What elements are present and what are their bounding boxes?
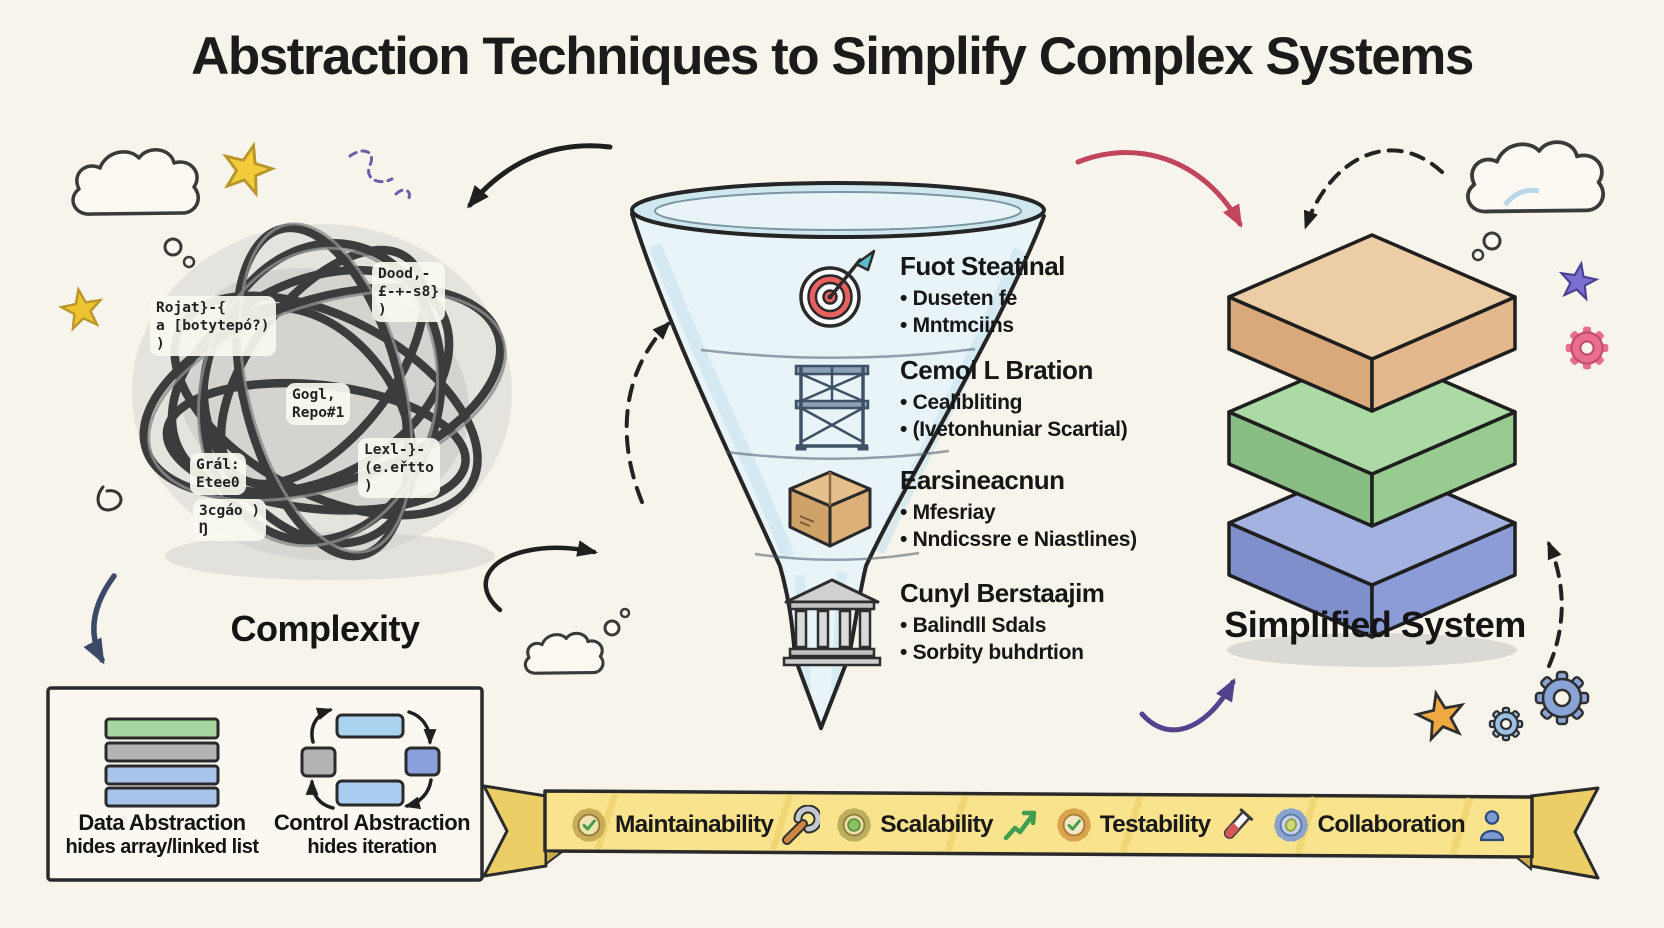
funnel-stage: Cunyl Berstaajim • Balindll Sdals • Sorb… xyxy=(900,578,1210,667)
funnel-stage-bullet: • Cealibliting xyxy=(900,391,1023,414)
tangle-code-snippet: Lexl-}- (e.eřtto ) xyxy=(358,438,440,499)
arrow-title-to-complexity xyxy=(467,143,613,209)
dashed-arrow-right-up xyxy=(1547,540,1564,668)
data-abstraction-subtitle: hides array/linked list xyxy=(65,836,259,858)
benefit-scalability: Scalability xyxy=(835,805,1039,845)
benefit-collaboration: Collaboration xyxy=(1272,805,1512,845)
arrow-curl-to-funnel xyxy=(483,540,599,613)
badge-check-icon xyxy=(572,808,606,842)
star-purple-right xyxy=(1556,259,1600,302)
benefit-label: Testability xyxy=(1099,811,1211,838)
data-abstraction-label: Data Abstraction hides array/linked list xyxy=(46,810,278,859)
ribbon-tail-left xyxy=(482,784,548,878)
star-orange-bottom-right xyxy=(1412,687,1469,743)
stack-layer-tan xyxy=(1227,233,1517,413)
tangle-code-snippet: Gogl, Repo#1 xyxy=(286,383,351,426)
badge-leaf-icon xyxy=(1274,808,1309,842)
control-abstraction-subtitle: hides iteration xyxy=(307,836,437,858)
funnel-stage-bullet: • Mntmciins xyxy=(900,314,1014,338)
control-abstraction-cycle xyxy=(300,713,441,807)
package-box-icon xyxy=(788,470,872,548)
gear-pink-icon xyxy=(1565,326,1609,370)
person-icon xyxy=(1479,810,1505,842)
funnel-stage-title: Fuot Steatinal xyxy=(900,251,1065,281)
benefit-label: Scalability xyxy=(880,811,993,838)
tangle-shadow xyxy=(165,532,495,580)
thought-cloud-top-left xyxy=(71,148,200,269)
complexity-label: Complexity xyxy=(230,608,420,649)
funnel xyxy=(630,181,1046,730)
thought-cloud-right xyxy=(1466,140,1606,262)
funnel-stage-title: Cemol L Bration xyxy=(900,355,1093,385)
test-tube-icon xyxy=(1224,808,1254,839)
simplified-system-label: Simplified System xyxy=(1224,604,1526,645)
funnel-stage-bullet: • Balindll Sdals xyxy=(900,614,1047,637)
funnel-stage: Earsineacnun • Mfesriay • Nndicssre e Ni… xyxy=(900,465,1210,554)
funnel-stage-bullet: • Nndicssre e Niastlines) xyxy=(900,528,1137,552)
gear-blue-large-icon xyxy=(1534,670,1590,726)
funnel-stage-bullet: • Mfesriay xyxy=(900,501,996,524)
tangle-code-snippet: Dood,- £-+-s8} ) xyxy=(372,262,446,323)
bank-icon xyxy=(782,578,882,667)
benefit-testability: Testability xyxy=(1055,805,1258,845)
control-abstraction-label: Control Abstraction hides iteration xyxy=(256,810,488,859)
arrow-navy-to-abstraction-box xyxy=(83,573,117,665)
gear-blue-small-icon xyxy=(1488,706,1524,742)
scaffold-icon xyxy=(794,364,870,451)
funnel-stage: Fuot Steatinal • Duseten fe • Mntmciins xyxy=(900,251,1210,340)
funnel-stage-bullet: • (Ivetonhuniar Scartial) xyxy=(900,418,1128,442)
page-title: Abstraction Techniques to Simplify Compl… xyxy=(191,27,1474,86)
ribbon-tail-right xyxy=(1529,786,1600,880)
abstraction-box xyxy=(46,686,484,882)
simplified-stack xyxy=(1227,233,1517,667)
funnel-stage-bullet: • Duseten fe xyxy=(900,287,1017,310)
tangle-code-snippet: 3cgáo ) Ŋ xyxy=(193,499,267,542)
badge-check-icon xyxy=(1057,808,1091,842)
star-yellow-top-left xyxy=(217,137,279,198)
star-yellow-left xyxy=(57,284,106,332)
dashed-arrow-onto-stack xyxy=(1303,148,1444,230)
cycle-arrows xyxy=(305,707,437,810)
funnel-stage-bullet: • Sorbity buhdrtion xyxy=(900,641,1084,665)
funnel-stage-title: Earsineacnun xyxy=(900,465,1065,495)
funnel-stage-title: Cunyl Berstaajim xyxy=(900,578,1105,608)
data-abstraction-bars xyxy=(104,717,220,808)
control-abstraction-title: Control Abstraction xyxy=(273,810,471,835)
tangle-code-snippet: Rojat}-{ a [botytepó?) ) xyxy=(150,296,276,357)
thought-cloud-bottom-center xyxy=(523,607,631,675)
chart-up-icon xyxy=(1003,810,1036,841)
badge-circle-icon xyxy=(837,808,872,842)
target-icon xyxy=(799,249,876,328)
data-abstraction-title: Data Abstraction xyxy=(78,810,246,835)
benefit-label: Collaboration xyxy=(1317,811,1465,838)
dashed-arrow-into-funnel-left xyxy=(624,321,671,504)
benefits-banner: Maintainability Scalability xyxy=(560,796,1522,854)
arrow-title-to-simplified xyxy=(1075,150,1243,229)
squiggle-left xyxy=(96,485,123,512)
funnel-dividers xyxy=(700,347,976,562)
benefit-maintainability: Maintainability xyxy=(570,805,821,845)
tangle-code-snippet: Grál: Etee0 xyxy=(190,453,246,496)
wrench-icon xyxy=(782,805,821,845)
funnel-stage: Cemol L Bration • Cealibliting • (Iveton… xyxy=(900,355,1210,444)
benefit-label: Maintainability xyxy=(615,811,774,838)
purple-dashed-squiggle xyxy=(348,149,411,202)
arrow-purple-to-stack xyxy=(1139,677,1236,733)
